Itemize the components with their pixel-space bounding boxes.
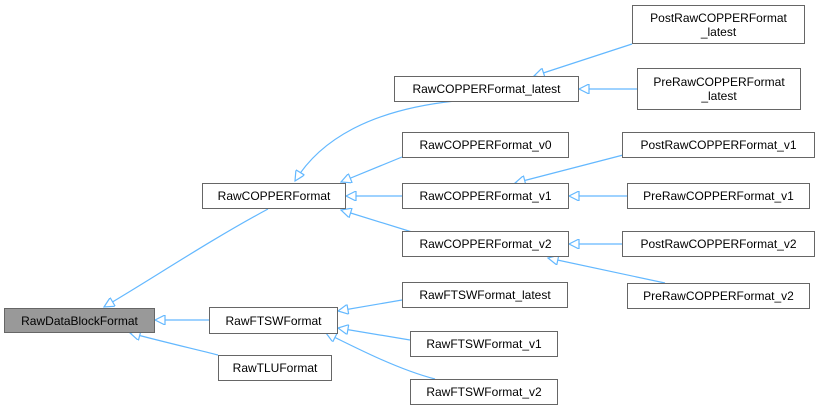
node-raw-ftsw-format[interactable]: RawFTSWFormat — [209, 307, 338, 334]
edge-post-v1-to-copper-v1 — [515, 153, 628, 183]
node-raw-ftsw-format-v2[interactable]: RawFTSWFormat_v2 — [410, 379, 558, 405]
edge-copper-to-root — [104, 208, 269, 307]
edge-copper-latest-to-copper — [295, 100, 456, 181]
edge-tlu-to-root — [130, 333, 219, 356]
node-pre-raw-copper-format-latest[interactable]: PreRawCOPPERFormat _latest — [637, 68, 801, 110]
node-raw-copper-format-v1[interactable]: RawCOPPERFormat_v1 — [402, 183, 569, 209]
node-post-raw-copper-format-v1[interactable]: PostRawCOPPERFormat_v1 — [622, 132, 815, 158]
node-pre-raw-copper-format-v1[interactable]: PreRawCOPPERFormat_v1 — [627, 183, 810, 209]
edge-ftsw-v2-to-ftsw — [326, 333, 436, 380]
node-raw-copper-format-v2[interactable]: RawCOPPERFormat_v2 — [402, 231, 569, 257]
node-raw-copper-format-v0[interactable]: RawCOPPERFormat_v0 — [402, 132, 569, 158]
edge-copper-v2-to-copper — [341, 210, 413, 233]
node-raw-tlu-format[interactable]: RawTLUFormat — [218, 355, 332, 381]
node-raw-copper-format[interactable]: RawCOPPERFormat — [202, 183, 346, 209]
node-raw-data-block-format: RawDataBlockFormat — [4, 308, 155, 333]
edge-ftsw-latest-to-ftsw — [338, 299, 403, 311]
node-raw-copper-format-latest[interactable]: RawCOPPERFormat_latest — [394, 76, 579, 102]
edge-post-latest-to-copper-latest — [534, 43, 633, 76]
node-post-raw-copper-format-latest[interactable]: PostRawCOPPERFormat _latest — [632, 5, 805, 44]
node-raw-ftsw-format-latest[interactable]: RawFTSWFormat_latest — [402, 282, 568, 308]
node-raw-ftsw-format-v1[interactable]: RawFTSWFormat_v1 — [410, 331, 558, 357]
node-pre-raw-copper-format-v2[interactable]: PreRawCOPPERFormat_v2 — [627, 283, 810, 309]
edge-copper-v0-to-copper — [341, 156, 403, 182]
edge-pre-v2-to-copper-v2 — [548, 258, 666, 284]
edge-ftsw-v1-to-ftsw — [338, 328, 411, 341]
node-post-raw-copper-format-v2[interactable]: PostRawCOPPERFormat_v2 — [622, 231, 815, 257]
